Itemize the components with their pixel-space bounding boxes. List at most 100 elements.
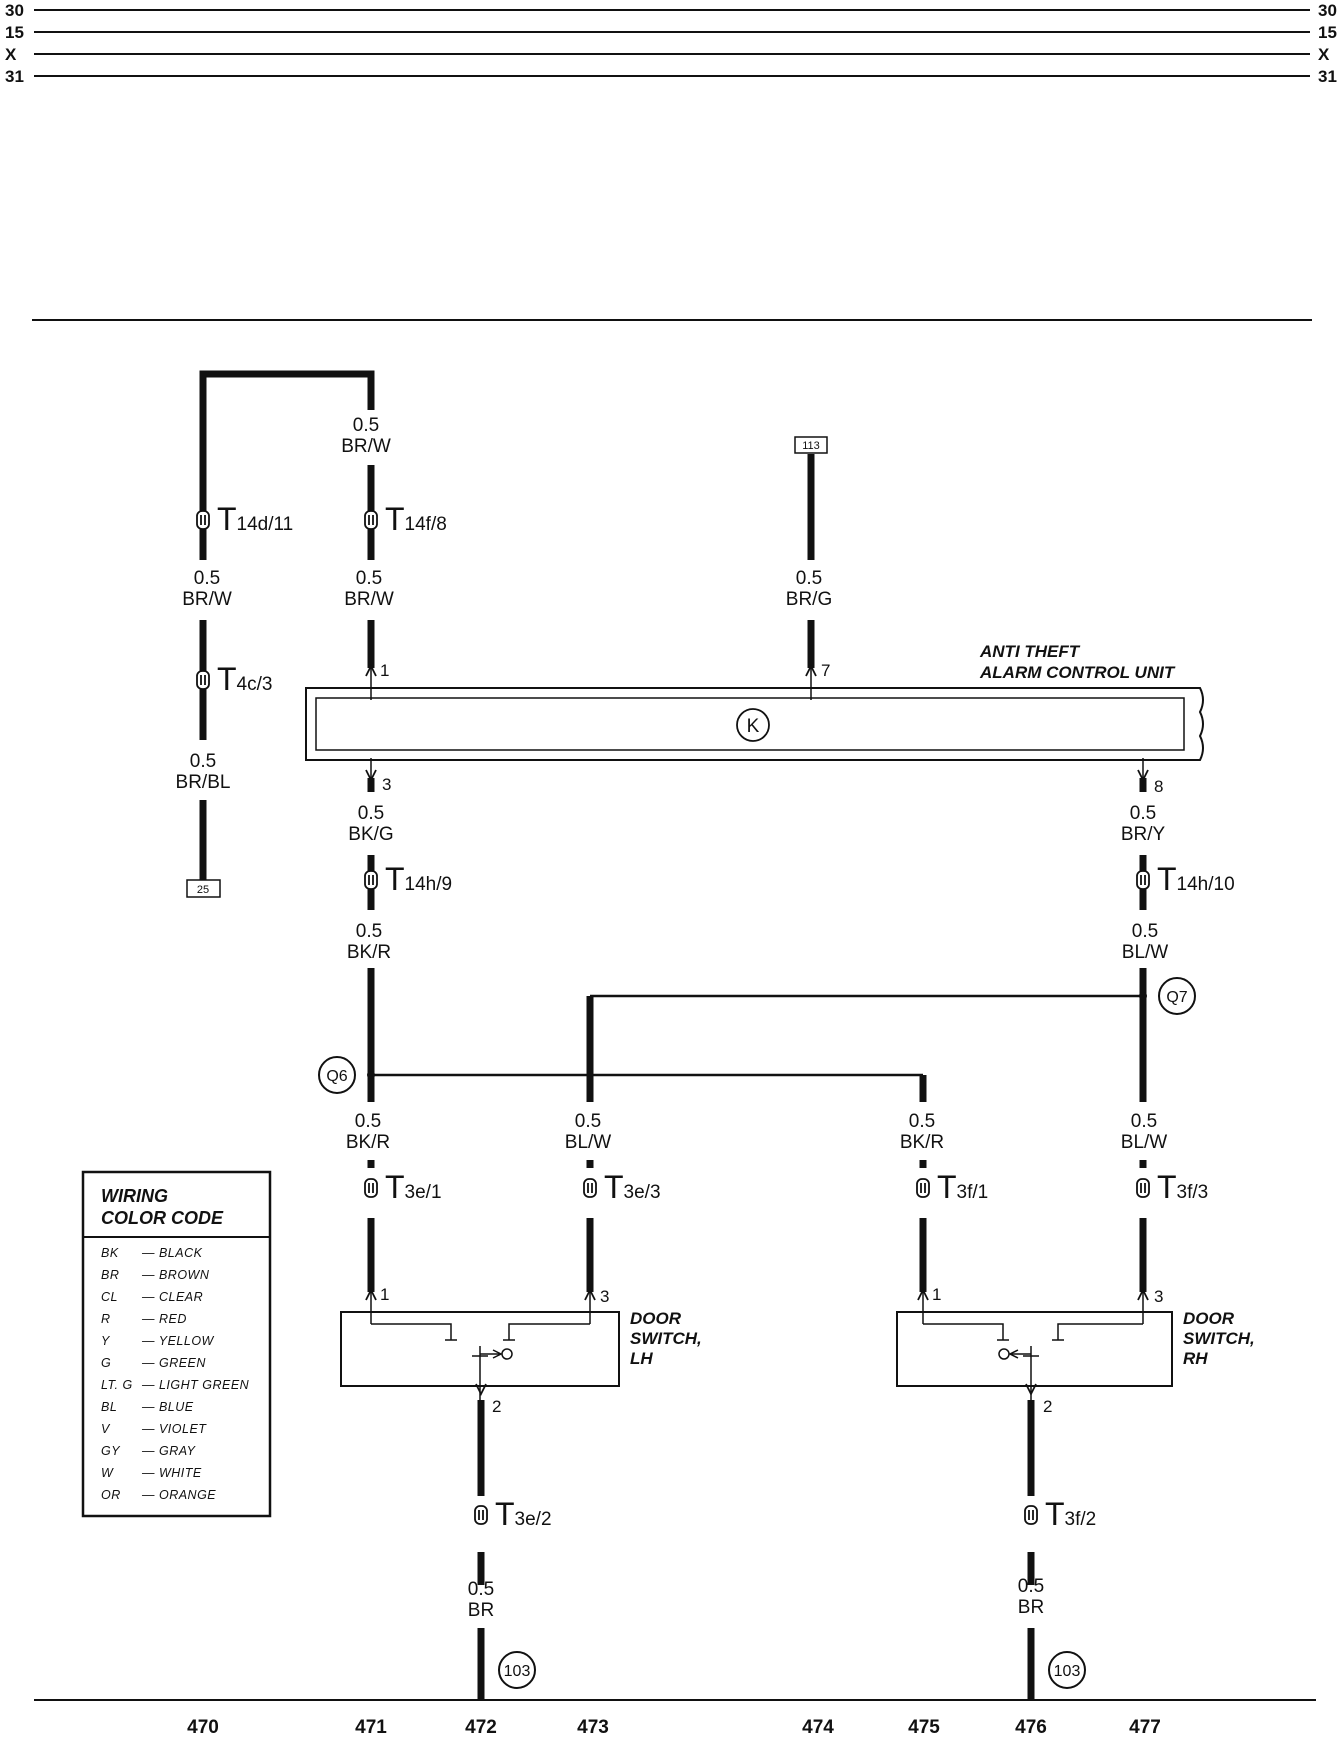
wire-size: 0.5 — [190, 751, 216, 772]
alarm-control-unit: K ANTI THEFT ALARM CONTROL UNIT 1 7 3 8 — [305, 642, 1204, 796]
wire-size: 0.5 — [353, 415, 379, 436]
pin-label: 1 — [380, 1285, 389, 1304]
ground-103-icon — [498, 1651, 536, 1689]
bus-label-31-right: 31 — [1318, 67, 1337, 86]
splice-q6: Q6 — [326, 1068, 347, 1085]
wire-size: 0.5 — [909, 1111, 935, 1132]
pin-label: 3 — [1154, 1287, 1163, 1306]
plug-connector-icon — [364, 1178, 378, 1198]
color-code: V — [101, 1422, 111, 1436]
color-name: — BROWN — [141, 1268, 210, 1282]
color-code-legend: WIRING COLOR CODE BK — BLACK BR — BROWN … — [81, 1170, 272, 1518]
door-switch-lh: 1 3 2 DOOR SWITCH, LH — [340, 1285, 702, 1416]
bus-label-x-left: X — [5, 45, 17, 64]
splices: Q6 Q7 103 103 — [318, 977, 1196, 1689]
connector-labels: T14d/11 T14f/8 T4c/3 T14h/9 T14h/10 T3e/… — [217, 501, 1235, 1532]
wire-labels: 0.5 BR/W 0.5 BR/W 0.5 BR/W 0.5 BR/G 0.5 … — [176, 415, 1169, 1621]
wire-size: 0.5 — [356, 921, 382, 942]
door-switch-lh-line1: DOOR — [630, 1309, 682, 1328]
plunger-icon — [998, 1348, 1010, 1360]
color-name: — BLACK — [141, 1246, 203, 1260]
plug-connector-icon — [474, 1505, 488, 1525]
alarm-unit-title-line2: ALARM CONTROL UNIT — [979, 663, 1176, 682]
pin-arrow-icon — [805, 663, 817, 677]
track-number: 473 — [577, 1717, 609, 1738]
bus-lines: 30 15 X 31 30 15 X 31 — [5, 1, 1337, 86]
wire-size: 0.5 — [1018, 1576, 1044, 1597]
track-number: 475 — [908, 1717, 940, 1738]
plug-connector-icon — [364, 870, 378, 890]
wire-size: 0.5 — [358, 803, 384, 824]
pin-arrow-icon — [1137, 1287, 1149, 1301]
wire-size: 0.5 — [575, 1111, 601, 1132]
pin-label: 7 — [821, 661, 830, 680]
color-name: — GREEN — [141, 1356, 206, 1370]
plug-connector-icon — [1136, 1178, 1150, 1198]
wire-color: BK/G — [348, 824, 393, 845]
wire-size: 0.5 — [194, 568, 220, 589]
wire-color: BR/BL — [176, 772, 231, 793]
track-number: 477 — [1129, 1717, 1161, 1738]
color-code: GY — [101, 1444, 121, 1458]
connector-icons — [196, 510, 1150, 1525]
wire-color: BR — [468, 1600, 494, 1621]
track-number: 470 — [187, 1717, 219, 1738]
wire-color: BR/W — [182, 589, 232, 610]
door-switch-rh: 1 3 2 DOOR SWITCH, RH — [896, 1285, 1255, 1416]
bus-label-31-left: 31 — [5, 67, 24, 86]
ground-103-left: 103 — [504, 1663, 531, 1680]
wire-size: 0.5 — [355, 1111, 381, 1132]
connector-t3f-3: T3f/3 — [1157, 1169, 1208, 1205]
reference-boxes: 113 25 — [186, 436, 828, 898]
plug-connector-icon — [196, 510, 210, 530]
connector-t14f-8: T14f/8 — [385, 501, 447, 537]
connector-t3f-1: T3f/1 — [937, 1169, 988, 1205]
door-switch-rh-line2: SWITCH, — [1183, 1329, 1255, 1348]
plunger-icon — [501, 1348, 513, 1360]
ref-box-113 — [794, 436, 828, 454]
ref-113: 113 — [802, 440, 820, 452]
control-unit-symbol-icon — [736, 708, 770, 742]
ref-25: 25 — [197, 884, 209, 896]
track-number: 476 — [1015, 1717, 1047, 1738]
color-code: G — [101, 1356, 111, 1370]
wire-size: 0.5 — [1130, 803, 1156, 824]
pin-arrow-icon — [917, 1287, 929, 1301]
ref-box-25 — [186, 879, 221, 898]
plug-connector-icon — [583, 1178, 597, 1198]
door-switch-rh-line3: RH — [1183, 1349, 1208, 1368]
color-name: — CLEAR — [141, 1290, 203, 1304]
color-code-title-line1: WIRING — [101, 1186, 168, 1206]
pin-arrow-icon — [584, 1287, 596, 1301]
pin-arrow-icon — [365, 769, 377, 783]
wire-color: BR — [1018, 1597, 1044, 1618]
wire-color: BK/R — [347, 942, 391, 963]
color-name: — YELLOW — [141, 1334, 215, 1348]
control-unit-symbol: K — [747, 716, 760, 737]
connector-t14d-11: T14d/11 — [217, 501, 293, 537]
pin-label: 3 — [382, 775, 391, 794]
wire-color: BL/W — [1122, 942, 1169, 963]
wire-size: 0.5 — [356, 568, 382, 589]
connector-t3f-2: T3f/2 — [1045, 1496, 1096, 1532]
wire-color: BR/W — [344, 589, 394, 610]
bus-label-30-left: 30 — [5, 1, 24, 20]
bus-label-x-right: X — [1318, 45, 1330, 64]
wire-size: 0.5 — [1132, 921, 1158, 942]
color-code: BL — [101, 1400, 117, 1414]
footer-track-numbers: 470 471 472 473 474 475 476 477 — [187, 1717, 1161, 1738]
color-name: — BLUE — [141, 1400, 194, 1414]
color-name: — LIGHT GREEN — [141, 1378, 250, 1392]
wire-color: BK/R — [900, 1132, 944, 1153]
connector-t14h-10: T14h/10 — [1157, 861, 1235, 897]
color-code: W — [101, 1466, 114, 1480]
wire-size: 0.5 — [468, 1579, 494, 1600]
door-switch-rh-line1: DOOR — [1183, 1309, 1235, 1328]
pin-label: 1 — [380, 661, 389, 680]
track-number: 472 — [465, 1717, 497, 1738]
color-code: CL — [101, 1290, 118, 1304]
bus-label-30-right: 30 — [1318, 1, 1337, 20]
pin-arrow-icon — [1137, 769, 1149, 783]
pin-label: 8 — [1154, 777, 1163, 796]
